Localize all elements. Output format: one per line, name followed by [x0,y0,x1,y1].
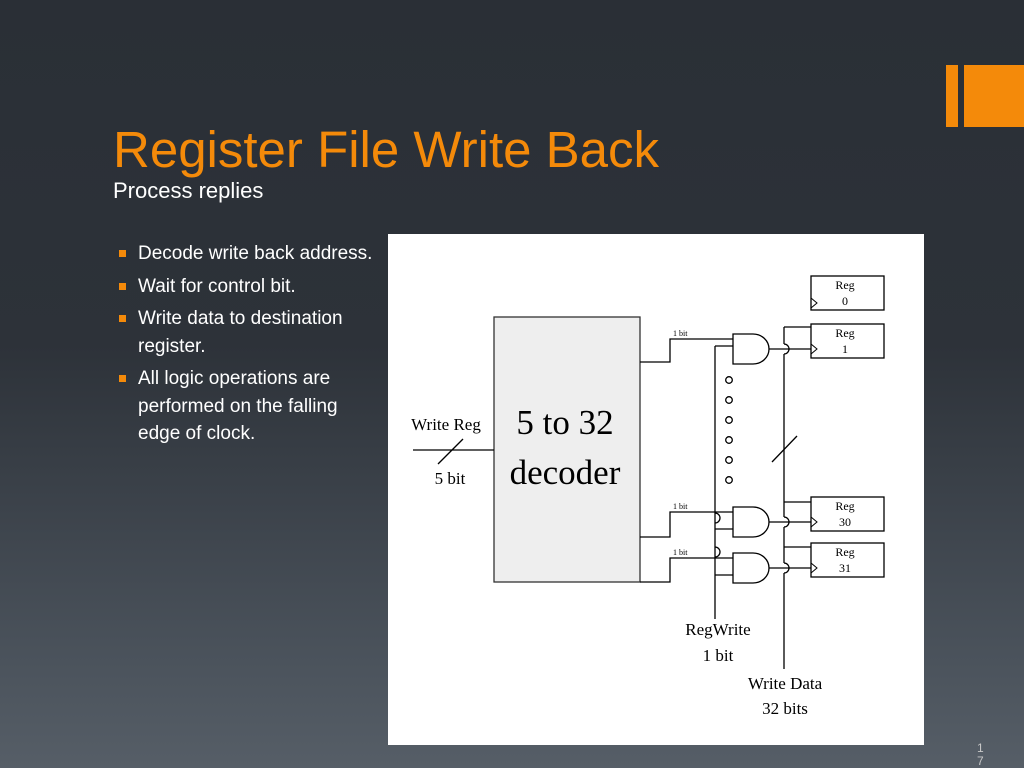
decoder-label-line2: decoder [510,453,621,492]
bullet-text: All logic operations are performed on th… [138,368,338,444]
slide-title: Register File Write Back [113,121,660,178]
bullet-item: Wait for control bit. [118,273,383,301]
register-number: 0 [842,294,848,308]
accent-block [964,65,1024,127]
register-31: Reg 31 [810,542,885,578]
register-name: Reg [835,545,854,559]
decoder-box [493,316,641,583]
write-data-bits-label: 32 bits [762,699,808,718]
register-name: Reg [835,326,854,340]
register-0: Reg 0 [810,275,885,311]
regwrite-bits-label: 1 bit [703,646,734,665]
bullet-text: Decode write back address. [138,243,373,264]
bullet-item: Decode write back address. [118,240,383,268]
bullet-text: Write data to destination register. [138,308,343,357]
register-number: 30 [839,515,851,529]
page-number: 17 [977,741,984,768]
register-name: Reg [835,278,854,292]
bullet-item: Write data to destination register. [118,305,383,360]
decoder-label-line1: 5 to 32 [516,403,613,442]
write-reg-bits-label: 5 bit [435,469,466,488]
bullet-marker [119,250,126,257]
bullet-marker [119,375,126,382]
bullet-marker [119,282,126,290]
and-gate [732,333,770,365]
register-number: 1 [842,342,848,356]
regwrite-label: RegWrite [685,620,750,639]
register-30: Reg 30 [810,496,885,532]
register-file-diagram: 5 to 32 decoder Write Reg 5 bit 1 bit 1 … [388,234,924,745]
bullet-marker [119,315,126,322]
register-name: Reg [835,499,854,513]
bullet-text: Wait for control bit. [138,275,296,297]
bullet-list: Decode write back address. Wait for cont… [118,240,383,453]
slide-subtitle: Process replies [113,178,264,203]
register-number: 31 [839,561,851,575]
signal-bit-label: 1 bit [673,329,688,338]
signal-bit-label: 1 bit [673,502,688,511]
and-gate [732,506,770,538]
write-reg-label: Write Reg [411,415,481,434]
register-1: Reg 1 [810,323,885,359]
signal-bit-label: 1 bit [673,548,688,557]
bullet-item: All logic operations are performed on th… [118,365,383,448]
write-data-label: Write Data [748,674,823,693]
and-gate [732,552,770,584]
accent-bar [946,65,958,127]
